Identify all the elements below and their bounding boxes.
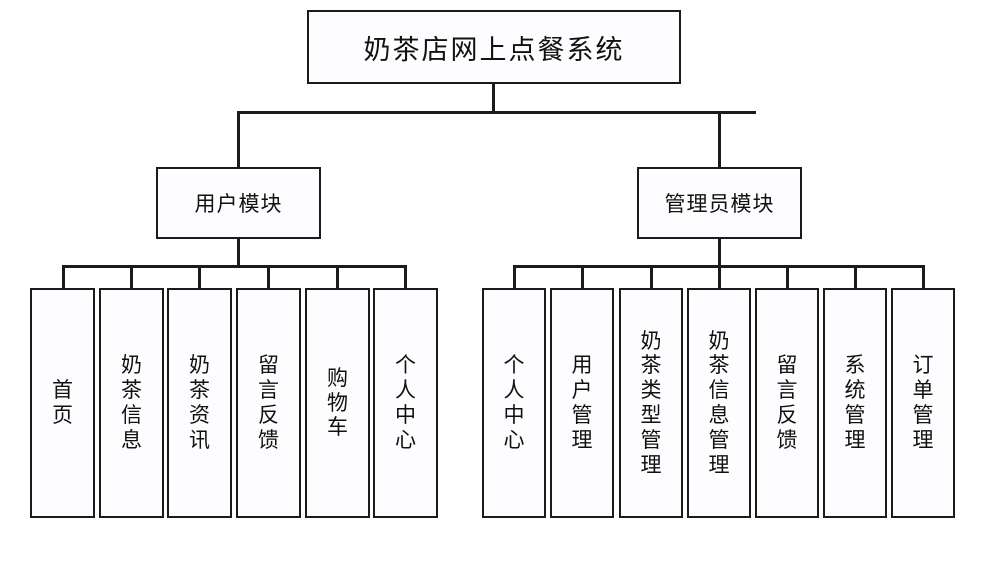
connector-user-leaf-5 <box>336 265 339 290</box>
connector-user-bar <box>62 265 407 268</box>
module-node-admin-label: 管理员模块 <box>664 192 775 216</box>
leaf-node-admin-personal-center-label: 个人中心 <box>503 353 525 452</box>
leaf-node-admin-order-management-label: 订单管理 <box>912 353 934 452</box>
connector-admin-leaf-2 <box>581 265 584 290</box>
connector-admin-leaf-3 <box>650 265 653 290</box>
connector-user-leaf-1 <box>62 265 65 290</box>
leaf-node-admin-milktea-info-management-label: 奶茶信息管理 <box>708 328 730 477</box>
connector-root-to-admin-module <box>718 111 721 169</box>
leaf-node-admin-milktea-type-management[interactable]: 奶茶类型管理 <box>619 288 683 518</box>
connector-root-bar <box>238 111 756 114</box>
module-node-admin[interactable]: 管理员模块 <box>637 167 802 239</box>
leaf-node-user-feedback-label: 留言反馈 <box>258 353 279 452</box>
root-node-label: 奶茶店网上点餐系统 <box>363 34 625 65</box>
connector-root-stem <box>492 84 495 113</box>
leaf-node-user-personal-center-label: 个人中心 <box>395 353 416 452</box>
connector-admin-leaf-4 <box>718 265 721 290</box>
connector-user-leaf-2 <box>130 265 133 290</box>
connector-admin-leaf-7 <box>922 265 925 290</box>
leaf-node-user-personal-center[interactable]: 个人中心 <box>373 288 438 518</box>
leaf-node-admin-system-management-label: 系统管理 <box>844 353 866 452</box>
connector-admin-leaf-6 <box>854 265 857 290</box>
leaf-node-admin-feedback[interactable]: 留言反馈 <box>755 288 819 518</box>
connector-user-leaf-3 <box>198 265 201 290</box>
leaf-node-admin-system-management[interactable]: 系统管理 <box>823 288 887 518</box>
connector-root-to-user-module <box>237 111 240 169</box>
leaf-node-user-cart[interactable]: 购物车 <box>305 288 370 518</box>
leaf-node-user-milktea-news[interactable]: 奶茶资讯 <box>167 288 232 518</box>
leaf-node-admin-feedback-label: 留言反馈 <box>776 353 798 452</box>
connector-user-module-stem <box>237 239 240 267</box>
connector-admin-module-stem <box>718 239 721 267</box>
connector-admin-leaf-1 <box>513 265 516 290</box>
module-node-user[interactable]: 用户模块 <box>156 167 321 239</box>
leaf-node-user-feedback[interactable]: 留言反馈 <box>236 288 301 518</box>
leaf-node-admin-milktea-type-management-label: 奶茶类型管理 <box>640 328 662 477</box>
leaf-node-admin-personal-center[interactable]: 个人中心 <box>482 288 546 518</box>
leaf-node-user-home[interactable]: 首页 <box>30 288 95 518</box>
connector-admin-leaf-5 <box>786 265 789 290</box>
root-node-system-title[interactable]: 奶茶店网上点餐系统 <box>307 10 681 84</box>
leaf-node-user-milktea-info-label: 奶茶信息 <box>121 353 142 452</box>
leaf-node-user-milktea-info[interactable]: 奶茶信息 <box>99 288 164 518</box>
module-node-user-label: 用户模块 <box>194 192 283 216</box>
connector-user-leaf-6 <box>404 265 407 290</box>
leaf-node-admin-user-management-label: 用户管理 <box>571 353 593 452</box>
leaf-node-user-home-label: 首页 <box>52 378 73 427</box>
leaf-node-user-milktea-news-label: 奶茶资讯 <box>189 353 210 452</box>
connector-user-leaf-4 <box>267 265 270 290</box>
leaf-node-admin-order-management[interactable]: 订单管理 <box>891 288 955 518</box>
leaf-node-admin-milktea-info-management[interactable]: 奶茶信息管理 <box>687 288 751 518</box>
leaf-node-user-cart-label: 购物车 <box>327 365 348 440</box>
leaf-node-admin-user-management[interactable]: 用户管理 <box>550 288 614 518</box>
